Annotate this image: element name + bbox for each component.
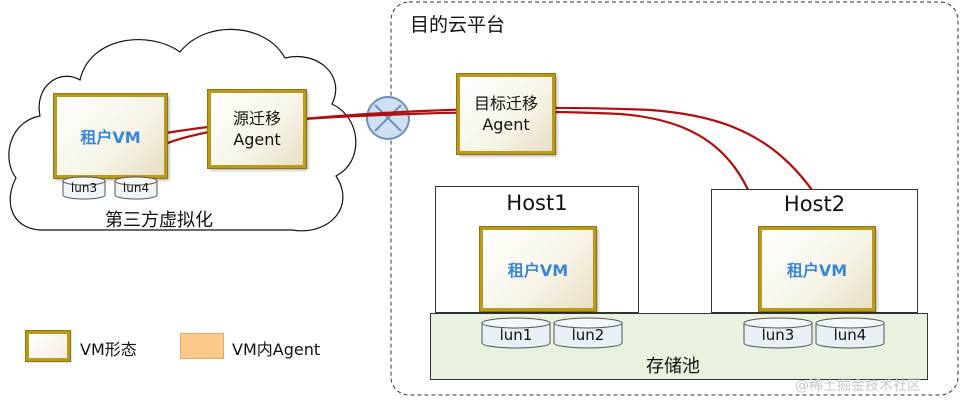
pool-lun1: lun1: [481, 317, 551, 350]
host1-tenant-vm-label: 租户VM: [507, 261, 569, 280]
pool-lun1-label: lun1: [499, 326, 533, 344]
host2-tenant-vm: 租户VM: [758, 226, 876, 312]
host1-title: Host1: [506, 191, 568, 215]
disk-icon: [815, 317, 885, 349]
disk-icon: [743, 317, 813, 349]
target-agent: 目标迁移 Agent: [456, 73, 556, 155]
legend-vm-agent-swatch: [180, 333, 224, 359]
left-lun3: lun3: [62, 176, 106, 200]
pool-lun4: lun4: [815, 317, 885, 350]
source-agent: 源迁移 Agent: [207, 89, 307, 169]
tenant-vm-left: 租户VM: [53, 93, 168, 179]
pool-lun2: lun2: [553, 317, 623, 350]
watermark: @稀土掘金技术社区: [795, 378, 921, 394]
disk-icon: [553, 317, 623, 349]
legend-vm-form-swatch: [25, 330, 71, 362]
pool-lun3-label: lun3: [761, 326, 795, 344]
host2-title: Host2: [783, 192, 846, 216]
left-lun4-label: lun4: [122, 181, 150, 195]
host1-tenant-vm: 租户VM: [479, 226, 597, 312]
third-party-label: 第三方虚拟化: [105, 210, 213, 231]
left-lun4: lun4: [114, 176, 158, 200]
storage-pool-label: 存储池: [646, 356, 700, 377]
host2-tenant-vm-label: 租户VM: [786, 261, 848, 280]
target-agent-label: 目标迁移 Agent: [473, 94, 538, 134]
left-lun3-label: lun3: [70, 181, 98, 195]
legend-vm-form-label: VM形态: [80, 340, 137, 359]
target-platform-title: 目的云平台: [410, 14, 506, 36]
disk-icon: [114, 176, 158, 200]
router-icon: [366, 96, 410, 140]
pool-lun2-label: lun2: [571, 326, 605, 344]
source-agent-label: 源迁移 Agent: [232, 109, 281, 149]
legend-vm-agent-label: VM内Agent: [232, 340, 321, 359]
pool-lun4-label: lun4: [833, 326, 867, 344]
disk-icon: [481, 317, 551, 349]
disk-icon: [62, 176, 106, 200]
pool-lun3: lun3: [743, 317, 813, 350]
tenant-vm-left-label: 租户VM: [80, 128, 141, 147]
